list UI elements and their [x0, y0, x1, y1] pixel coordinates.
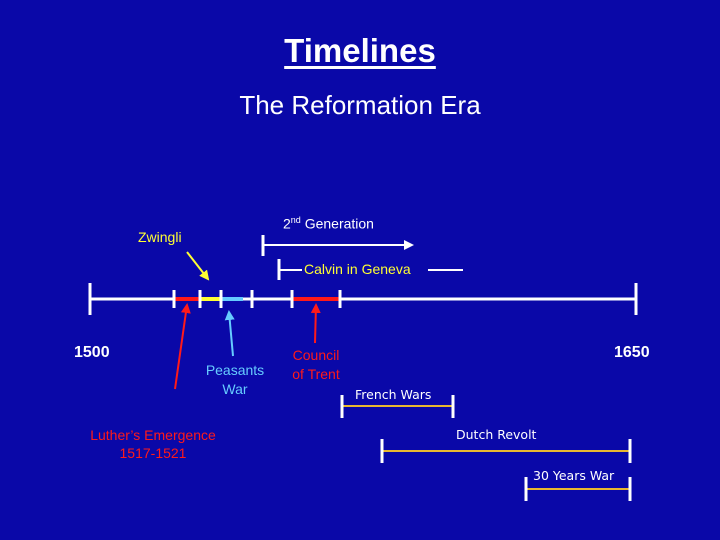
council-arrow	[310, 303, 321, 344]
peasants-label-line2: War	[222, 381, 248, 397]
council-label-line1: Council	[292, 347, 340, 363]
page-title: Timelines	[284, 32, 436, 69]
council-label-line2: of Trent	[292, 366, 340, 382]
luther-label-line1: Luther’s Emergence	[90, 427, 216, 443]
calvin-label: Calvin in Geneva	[304, 261, 411, 277]
dutch-revolt-label: Dutch Revolt	[456, 427, 537, 442]
peasants-label-line1: Peasants	[205, 362, 265, 378]
thirty-years-war-label: 30 Years War	[533, 468, 615, 483]
peasants-arrow	[224, 310, 235, 357]
end-year-label: 1650	[614, 344, 650, 361]
zwingli-arrow	[186, 251, 210, 281]
luther-label-line2: 1517-1521	[119, 445, 187, 461]
luther-arrow	[174, 303, 191, 390]
french-wars-label: French Wars	[355, 387, 432, 402]
second-generation-label: 2nd Generation	[283, 215, 374, 232]
zwingli-label: Zwingli	[138, 229, 182, 245]
start-year-label: 1500	[74, 344, 110, 361]
page-subtitle: The Reformation Era	[239, 90, 481, 120]
